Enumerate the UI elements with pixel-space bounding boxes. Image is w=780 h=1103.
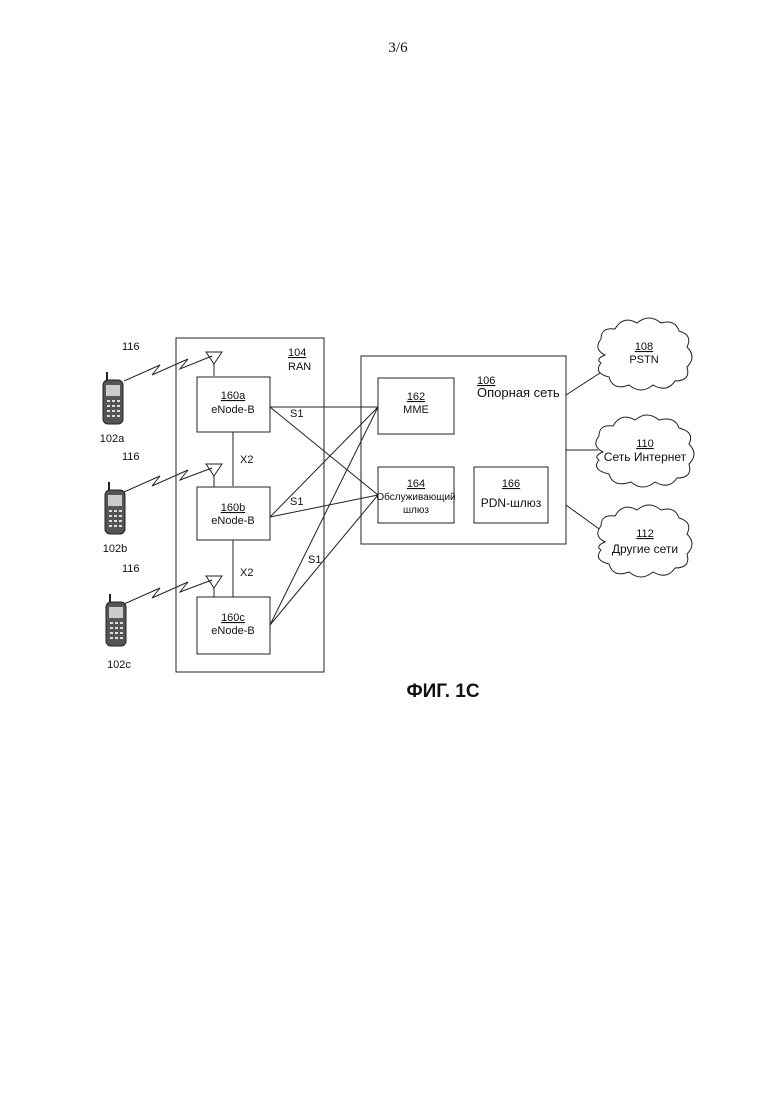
- enodeb-label: eNode-B: [211, 404, 254, 416]
- pgw-label: PDN-шлюз: [481, 496, 542, 510]
- enodeb-ref: 160b: [221, 502, 245, 514]
- sgw-ref: 164: [407, 478, 425, 490]
- mme-ref: 162: [407, 391, 425, 403]
- enodeb-label: eNode-B: [211, 515, 254, 527]
- network-label-other: Другие сети: [612, 542, 678, 556]
- enodeb-label: eNode-B: [211, 625, 254, 637]
- x2-label-bc: X2: [240, 567, 253, 579]
- network-ref-internet: 110: [636, 438, 654, 450]
- s1-label-a: S1: [290, 408, 303, 420]
- cloud-icon: [598, 505, 692, 577]
- enodeb-ref: 160c: [221, 612, 245, 624]
- network-ref-pstn: 108: [635, 341, 653, 353]
- s1-label-c: S1: [308, 554, 321, 566]
- sgw-label-line1: Обслуживающий: [376, 491, 455, 503]
- ran-label: RAN: [288, 361, 311, 373]
- network-ref-other: 112: [636, 528, 654, 540]
- wtru-label-b: 102b: [103, 543, 127, 555]
- mme-162: 162 MME: [378, 378, 454, 434]
- enodeb-ref: 160a: [221, 390, 246, 402]
- antenna-icon: [206, 352, 222, 376]
- wtru-label-c: 102c: [107, 659, 131, 671]
- external-network-links: [566, 373, 602, 531]
- network-label-pstn: PSTN: [629, 354, 658, 366]
- mobile-phone-icon: [105, 482, 125, 534]
- serving-gateway-164: 164 Обслуживающий шлюз: [376, 467, 455, 523]
- mobile-phone-icon: [106, 594, 126, 646]
- network-label-internet: Сеть Интернет: [604, 450, 687, 464]
- x2-label-ab: X2: [240, 454, 253, 466]
- air-interface-ref-a: 116: [122, 341, 140, 353]
- pdn-gateway-166: 166 PDN-шлюз: [474, 467, 548, 523]
- air-interface-ref-b: 116: [122, 451, 140, 463]
- antenna-icon: [206, 576, 222, 597]
- air-interface-ref-c: 116: [122, 563, 140, 575]
- figure-caption: ФИГ. 1С: [406, 681, 479, 702]
- sgw-label-line2: шлюз: [403, 505, 429, 516]
- wtru-label-a: 102a: [100, 433, 125, 445]
- core-network-label: Опорная сеть: [477, 385, 560, 400]
- enodeb-160c: 160c eNode-B: [197, 597, 270, 654]
- page-number: 3/6: [388, 40, 408, 56]
- antenna-icon: [206, 464, 222, 487]
- enodeb-160b: 160b eNode-B: [197, 487, 270, 540]
- pgw-ref: 166: [502, 478, 520, 490]
- enodeb-160a: 160a eNode-B: [197, 377, 270, 432]
- mobile-phone-icon: [103, 372, 123, 424]
- s1-label-b: S1: [290, 496, 303, 508]
- ran-ref: 104: [288, 347, 306, 359]
- mme-label: MME: [403, 404, 429, 416]
